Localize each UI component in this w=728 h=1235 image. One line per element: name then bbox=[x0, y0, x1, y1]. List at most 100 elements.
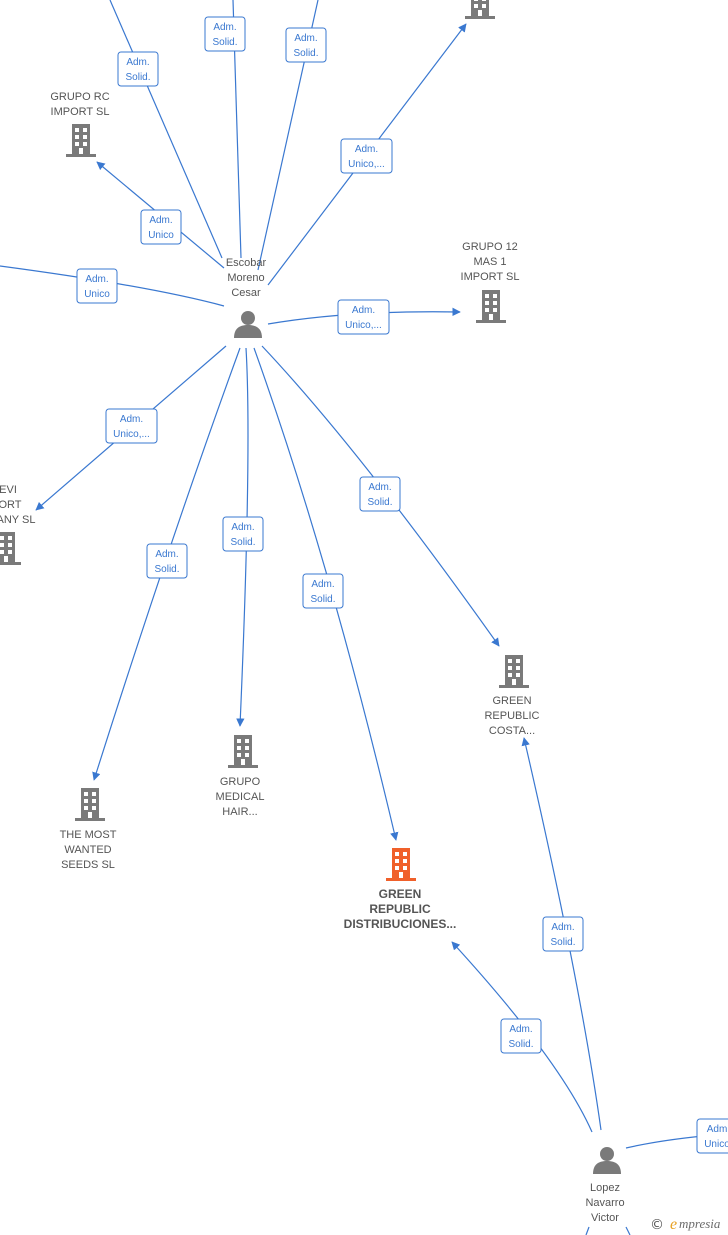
company-node-medical[interactable]: GRUPO MEDICAL HAIR... bbox=[216, 735, 265, 818]
person-icon bbox=[593, 1147, 621, 1174]
company-label-line: SEEDS SL bbox=[61, 859, 115, 871]
person-node-lopez[interactable]: Lopez Navarro Victor bbox=[585, 1147, 625, 1224]
badge-frame bbox=[285, 27, 327, 63]
badge-frame bbox=[696, 1118, 728, 1154]
company-label-line: REPUBLIC bbox=[369, 902, 431, 916]
badge-frame bbox=[105, 408, 158, 444]
badge-label-line: Adm. bbox=[85, 274, 108, 285]
badge-label-line: Unico bbox=[84, 289, 110, 300]
badge-label-line: Solid. bbox=[154, 564, 179, 575]
building-icon bbox=[66, 124, 96, 157]
building-icon bbox=[0, 532, 21, 565]
person-label-line: Lopez bbox=[590, 1182, 620, 1194]
badge-label-line: Adm. bbox=[155, 549, 178, 560]
edge-lopez-down1 bbox=[585, 1226, 590, 1235]
copyright-symbol: © bbox=[650, 1217, 664, 1233]
badge-label-line: Adm. bbox=[294, 33, 317, 44]
company-label-line: ORT bbox=[0, 499, 22, 511]
badge-label-line: Adm. bbox=[368, 482, 391, 493]
badge-frame bbox=[337, 299, 390, 335]
badge-label-line: Adm. bbox=[355, 144, 378, 155]
company-label-line: WANTED bbox=[64, 844, 111, 856]
company-label-line: MAS 1 bbox=[473, 256, 506, 268]
badge-frame bbox=[117, 51, 159, 87]
badge-label-line: Adm. bbox=[149, 215, 172, 226]
relation-badges: Adm. Solid. Adm. Solid. Adm. Solid. Adm. Unico,… bbox=[76, 16, 728, 1154]
badge-frame bbox=[204, 16, 246, 52]
building-icon bbox=[386, 848, 416, 881]
badge-label-line: Solid. bbox=[230, 537, 255, 548]
badge-label-line: Solid. bbox=[367, 497, 392, 508]
badge-label-line: Adm. bbox=[311, 579, 334, 590]
relation-badge-left[interactable]: Adm. Unico bbox=[76, 268, 118, 304]
building-icon bbox=[476, 290, 506, 323]
company-label-line: IMPORT SL bbox=[461, 271, 520, 283]
badge-label-line: Solid. bbox=[550, 937, 575, 948]
person-label-line: Navarro bbox=[585, 1197, 624, 1209]
company-label-line: GRUPO bbox=[220, 776, 261, 788]
badge-label-line: Unico,... bbox=[348, 159, 385, 170]
relation-badge-lopez-distrib[interactable]: Adm. Solid. bbox=[500, 1018, 542, 1054]
relation-badge-costa[interactable]: Adm. Solid. bbox=[359, 476, 401, 512]
badge-label-line: Unico bbox=[148, 230, 174, 241]
company-label-line: COSTA... bbox=[489, 725, 535, 737]
badge-label-line: Adm. bbox=[120, 414, 143, 425]
company-label-line: HAIR... bbox=[222, 806, 257, 818]
company-label-line: GREEN bbox=[379, 887, 422, 901]
badge-label-line: Adm. bbox=[213, 22, 236, 33]
badge-label-line: Unico,... bbox=[345, 320, 382, 331]
company-node-top-right[interactable] bbox=[465, 0, 495, 19]
badge-label-line: Unico bbox=[704, 1139, 728, 1150]
relation-badge-top2[interactable]: Adm.Solid. bbox=[204, 16, 246, 52]
edge-medical bbox=[236, 347, 249, 727]
badge-label-line: Adm bbox=[707, 1124, 728, 1135]
edge-top1 bbox=[109, 0, 223, 259]
company-node-distribuciones[interactable]: GREEN REPUBLIC DISTRIBUCIONES... bbox=[344, 848, 457, 931]
edge-lopez-down2 bbox=[625, 1226, 631, 1235]
company-label-line: IMPORT SL bbox=[51, 106, 110, 118]
edge-lopez-costa bbox=[521, 737, 602, 1131]
relation-badge-grupo-rc[interactable]: Adm. Unico bbox=[140, 209, 182, 245]
company-node-costa[interactable]: GREEN REPUBLIC COSTA... bbox=[484, 655, 540, 737]
company-node-devi[interactable]: EVI ORT ANY SL bbox=[0, 484, 35, 565]
relation-badge-top3[interactable]: Adm. Solid. bbox=[285, 27, 327, 63]
person-icon bbox=[234, 311, 262, 338]
badge-frame bbox=[302, 573, 344, 609]
relation-badge-most-wanted[interactable]: Adm. Solid. bbox=[146, 543, 188, 579]
company-node-grupo-12[interactable]: GRUPO 12 MAS 1 IMPORT SL bbox=[461, 241, 520, 323]
badge-label-line: Solid. bbox=[310, 594, 335, 605]
person-label-line: Cesar bbox=[231, 287, 261, 299]
relation-badge-lopez-costa[interactable]: Adm.Solid. bbox=[542, 916, 584, 952]
edge-left bbox=[0, 265, 225, 307]
relation-badge-medical[interactable]: Adm. Solid. bbox=[222, 516, 264, 552]
relation-badge-devi[interactable]: Adm. Unico,... bbox=[105, 408, 158, 444]
person-label-line: Escobar bbox=[226, 257, 267, 269]
person-label-line: Victor bbox=[591, 1212, 619, 1224]
company-label-line: GRUPO 12 bbox=[462, 241, 518, 253]
company-label-line: DISTRIBUCIONES... bbox=[344, 917, 457, 931]
company-label-line: REPUBLIC bbox=[484, 710, 539, 722]
relation-badge-topright[interactable]: Adm. Unico,... bbox=[340, 138, 393, 174]
company-label-line: GRUPO RC bbox=[50, 91, 109, 103]
badge-frame bbox=[140, 209, 182, 245]
relation-badge-grupo-12[interactable]: Adm.Unico,... bbox=[337, 299, 390, 335]
badge-label-line: Solid. bbox=[293, 48, 318, 59]
badge-label-line: Adm. bbox=[231, 522, 254, 533]
badge-label-line: Adm. bbox=[126, 57, 149, 68]
relation-badge-distrib[interactable]: Adm. Solid. bbox=[302, 573, 344, 609]
person-node-escobar[interactable]: Escobar Moreno Cesar bbox=[226, 257, 267, 338]
badge-frame bbox=[500, 1018, 542, 1054]
badge-frame bbox=[222, 516, 264, 552]
company-label-line: MEDICAL bbox=[216, 791, 265, 803]
company-node-most-wanted[interactable]: THE MOST WANTED SEEDS SL bbox=[60, 788, 117, 871]
badge-label-line: Solid. bbox=[508, 1039, 533, 1050]
relation-badge-top1[interactable]: Adm.Solid. bbox=[117, 51, 159, 87]
company-node-grupo-rc[interactable]: GRUPO RC IMPORT SL bbox=[50, 91, 110, 157]
badge-label-line: Unico,... bbox=[113, 429, 150, 440]
badge-label-line: Adm. bbox=[509, 1024, 532, 1035]
badge-frame bbox=[340, 138, 393, 174]
company-label-line: EVI bbox=[0, 484, 17, 496]
